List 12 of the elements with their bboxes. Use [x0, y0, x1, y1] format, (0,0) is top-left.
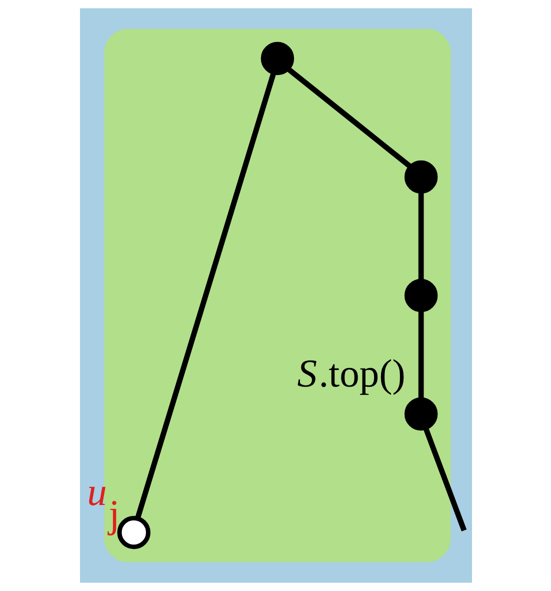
connector	[418, 192, 424, 281]
node-circle	[404, 160, 438, 194]
connector	[422, 427, 466, 532]
connector	[134, 72, 276, 519]
cluster	[104, 28, 450, 562]
node-label: S.top()	[296, 351, 405, 396]
connector	[286, 66, 412, 168]
node-circle	[404, 278, 438, 312]
node-circle	[116, 516, 150, 550]
node-circle	[260, 42, 294, 76]
node-circle	[404, 397, 438, 431]
connector	[418, 310, 424, 400]
